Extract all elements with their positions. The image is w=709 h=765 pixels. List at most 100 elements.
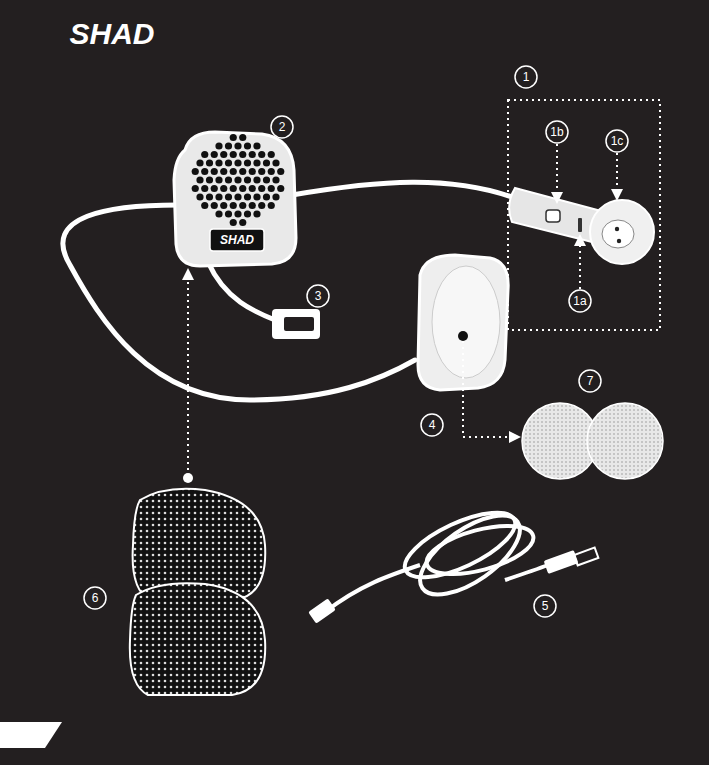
speaker-hole	[211, 151, 218, 158]
callout-circle	[515, 66, 537, 88]
callout-number: 1b	[550, 126, 563, 138]
speaker-hole	[225, 210, 232, 217]
callout-circle	[534, 595, 556, 617]
callout-circle	[579, 370, 601, 392]
speaker-hole	[220, 185, 227, 192]
speaker-hole	[201, 202, 208, 209]
speaker-hole	[201, 151, 208, 158]
callout-circle	[606, 130, 628, 152]
speaker-hole	[253, 176, 260, 183]
speaker-hole	[277, 185, 284, 192]
speaker-hole	[230, 185, 237, 192]
usb-cable	[325, 500, 548, 612]
speaker-logo: SHAD	[220, 234, 254, 246]
usb-plug-tip	[574, 548, 598, 566]
speaker-hole	[258, 168, 265, 175]
brand-logo: SHAD	[69, 19, 154, 49]
speaker-hole	[220, 168, 227, 175]
speaker-hole	[230, 202, 237, 209]
speaker-hole	[239, 151, 246, 158]
speaker-hole	[263, 193, 270, 200]
usb-plug	[308, 598, 336, 623]
speaker-hole	[211, 202, 218, 209]
usb-plug	[544, 550, 579, 574]
speaker-hole	[258, 185, 265, 192]
speaker-flat	[418, 255, 508, 390]
speaker-hole	[239, 134, 246, 141]
callout-number: 7	[587, 375, 594, 387]
speaker-hole	[249, 185, 256, 192]
speaker-hole	[272, 159, 279, 166]
speaker-hole	[253, 210, 260, 217]
callout-number: 3	[315, 290, 322, 302]
speaker-hole	[244, 176, 251, 183]
speaker-hole	[206, 159, 213, 166]
velcro-pad	[587, 403, 663, 479]
speaker-hole	[206, 176, 213, 183]
speaker-hole	[253, 142, 260, 149]
speaker-hole	[234, 193, 241, 200]
callout-circle	[421, 414, 443, 436]
callout-number: 5	[542, 600, 549, 612]
speaker-hole	[249, 151, 256, 158]
callout-circle	[84, 66, 628, 617]
speaker-hole	[211, 168, 218, 175]
callout-circle	[84, 587, 106, 609]
speaker-hole	[196, 193, 203, 200]
speaker-hole	[249, 202, 256, 209]
callout-number: 1a	[573, 295, 586, 307]
speaker-hole	[234, 159, 241, 166]
speaker-hole	[272, 176, 279, 183]
foam-pad	[130, 583, 265, 695]
speaker-hole	[196, 176, 203, 183]
speaker-hole	[211, 185, 218, 192]
speaker-hole	[234, 142, 241, 149]
speaker-hole	[258, 202, 265, 209]
speaker-hole	[268, 185, 275, 192]
speaker-hole	[272, 193, 279, 200]
speaker-hole	[201, 185, 208, 192]
speaker-hole	[225, 176, 232, 183]
speaker-membrane	[432, 266, 500, 378]
callout-number: 4	[429, 419, 436, 431]
speaker-hole	[253, 159, 260, 166]
speaker-hole	[253, 193, 260, 200]
speaker-hole	[277, 168, 284, 175]
callout-circle	[546, 121, 568, 143]
speaker-hole	[206, 193, 213, 200]
speaker-hole	[239, 202, 246, 209]
leader-line	[188, 144, 617, 476]
callout-circle	[271, 116, 293, 138]
speaker-hole	[215, 176, 222, 183]
speaker-hole	[230, 134, 237, 141]
speaker-hole	[239, 219, 246, 226]
usb-connector	[272, 309, 320, 339]
speaker-hole	[215, 210, 222, 217]
speaker-hole	[215, 142, 222, 149]
leader-line	[463, 341, 515, 437]
speaker-hole	[268, 202, 275, 209]
control-unit	[509, 188, 654, 264]
callout-circle	[307, 285, 329, 307]
speaker-hole	[263, 176, 270, 183]
speaker-hole	[268, 151, 275, 158]
speaker-hole	[220, 151, 227, 158]
leader-dot	[183, 473, 193, 483]
usb-socket	[284, 317, 314, 331]
speaker-hole	[230, 168, 237, 175]
callout-number: 1c	[611, 135, 624, 147]
speaker-hole	[244, 210, 251, 217]
speaker-hole	[244, 159, 251, 166]
page-tab	[0, 722, 62, 748]
callout-number: 6	[92, 592, 99, 604]
speaker-hole	[225, 142, 232, 149]
speaker-hole	[244, 142, 251, 149]
speaker-hole	[196, 159, 203, 166]
callout-circle	[569, 290, 591, 312]
speaker-hole	[220, 202, 227, 209]
speaker-hole	[215, 193, 222, 200]
group-box	[508, 100, 660, 330]
speaker-hole	[201, 168, 208, 175]
speaker-hole	[263, 159, 270, 166]
